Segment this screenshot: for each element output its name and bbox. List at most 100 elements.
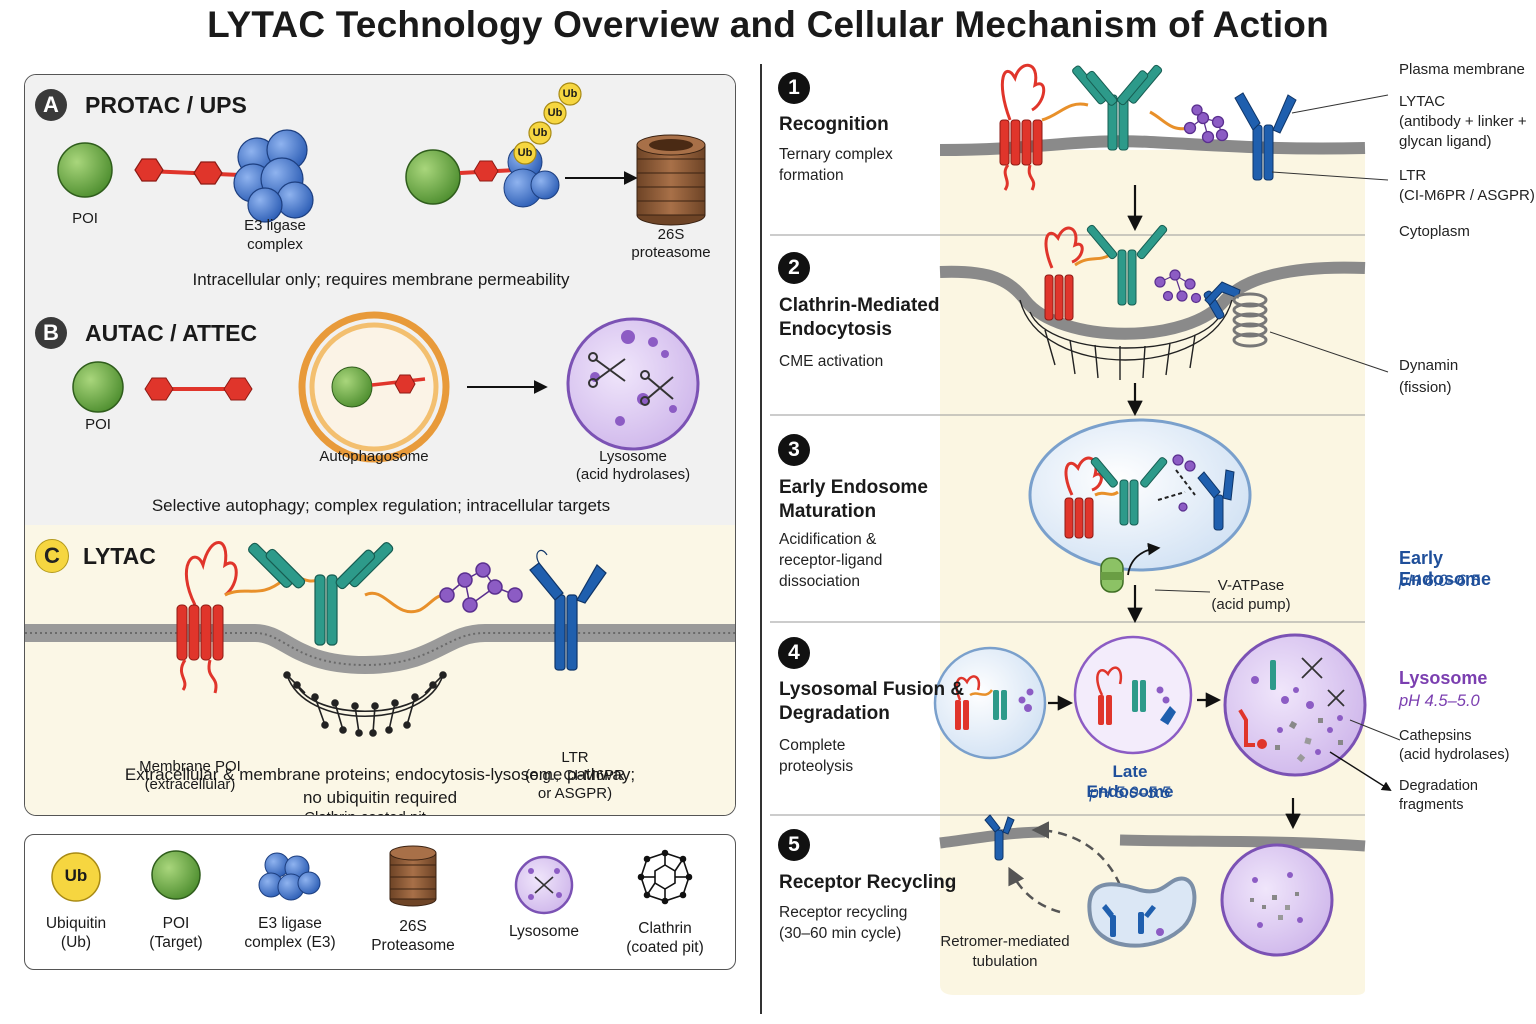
scissors-icon (588, 352, 626, 388)
step-1-badge: 1 (778, 72, 810, 104)
clathrin-icon (637, 849, 693, 905)
panel-lytac: C LYTAC (25, 525, 735, 815)
plasma-membrane-label: Plasma membrane (1399, 61, 1525, 78)
dynamin-icon (1232, 292, 1268, 348)
lysosome-ph: pH 4.5–5.0 (1399, 692, 1480, 710)
step5-lysosome-contents (1250, 872, 1303, 928)
legend-ub-line2: (Ub) (60, 934, 92, 951)
leader-line (1291, 94, 1389, 114)
step-1-desc-line2: formation (779, 167, 844, 184)
proteasome-label-line2: proteasome (631, 244, 711, 261)
membrane-poi-label-line2: (extracellular) (144, 776, 236, 793)
retromer-label-line2: tubulation (972, 953, 1038, 970)
ltr-label-line2: (e.g., CI-M6PR (524, 767, 626, 784)
cathepsins-label-line2: (acid hydrolases) (1399, 747, 1510, 763)
step1-membrane-poi-icon (999, 63, 1046, 191)
ub-label-3: Ub (547, 107, 563, 119)
legend-icons (51, 845, 693, 915)
vatpase-label-line2: (acid pump) (1211, 596, 1291, 613)
legend-ub-glyph: Ub (64, 866, 88, 885)
step2-glycan-icon (1154, 269, 1202, 304)
fragments-leader (1329, 751, 1392, 792)
retromer-label-line1: Retromer-mediated (940, 933, 1070, 950)
panel-b-caption: Selective autophagy; complex regulation;… (151, 496, 611, 515)
lysosome-icon (514, 855, 574, 915)
clathrin-pit-label: Clathrin-coated pit (285, 808, 445, 815)
dynamin-label-line1: Dynamin (1399, 357, 1459, 374)
proton-arrow (1127, 542, 1161, 576)
legend: Ub Ubiquitin (Ub) POI (Target) E3 ligase… (24, 834, 736, 970)
step2-clathrin-coat-icon (1019, 299, 1233, 380)
step-3-title-line1: Early Endosome (779, 477, 928, 498)
panel-b-badge: B (35, 317, 67, 349)
step-3-desc-line1: Acidification & (779, 531, 877, 548)
membrane-poi-icon (176, 541, 238, 694)
leader-line (1349, 719, 1401, 741)
ubiquitin-chain-icon (513, 82, 582, 165)
step-5-desc-line1: Receptor recycling (779, 904, 908, 921)
scissors-icon (640, 370, 674, 406)
glycan-ligand-icon (439, 562, 523, 613)
step5-membrane-right (1119, 834, 1366, 852)
e3-ligase-icon (233, 129, 314, 223)
poi-label: POI (85, 416, 111, 433)
legend-proteasome-line2: Proteasome (371, 937, 455, 954)
step-1-title: Recognition (779, 114, 889, 135)
legend-poi-line2: (Target) (149, 934, 203, 951)
step-2-title-line1: Clathrin-Mediated (779, 295, 940, 316)
poi-sphere (72, 361, 124, 413)
step-3-title-line2: Maturation (779, 501, 877, 522)
panel-c-caption-line2: no ubiquitin required (302, 788, 458, 807)
step3-antibody-icon (1090, 457, 1168, 526)
legend-poi-line1: POI (162, 915, 190, 932)
lytac-illustration (25, 541, 735, 737)
step5-recycled-ltr-icon (984, 814, 1015, 861)
ub-label-4: Ub (562, 88, 578, 100)
step1-glycan-icon (1183, 104, 1229, 144)
dynamin-label-line2: (fission) (1399, 379, 1452, 396)
step-2-desc-line1: CME activation (779, 353, 884, 370)
lysosome-icon (566, 317, 700, 451)
step3-membrane-poi-icon (1064, 456, 1103, 539)
autac-illustration (72, 311, 700, 463)
recycling-arrow-upper (1031, 821, 1122, 886)
step-3-desc-line2: receptor-ligand (779, 552, 883, 569)
late-endosome-ph: pH 5.0–5.5 (1089, 784, 1171, 802)
step-4-title-line2: Degradation (779, 703, 890, 724)
e3-label-line2: complex (247, 236, 303, 253)
proteasome-label-line1: 26S (657, 226, 685, 243)
ub-label-2: Ub (532, 127, 548, 139)
step-4-title-line1: Lysosomal Fusion & (779, 679, 965, 700)
lytac-label-line1: LYTAC (1399, 93, 1446, 110)
v-atpase-icon (1100, 557, 1124, 593)
ltr-label-line2: (CI-M6PR / ASGPR) (1399, 187, 1535, 204)
ub-label-1: Ub (517, 147, 533, 159)
legend-ub-line1: Ubiquitin (45, 915, 107, 932)
lysosome-title: Lysosome (1399, 668, 1488, 688)
step4-late-cargo-icon (1096, 666, 1176, 725)
legend-proteasome-line1: 26S (399, 918, 427, 935)
column-divider (760, 64, 762, 1014)
fragments-label-line1: Degradation (1399, 778, 1478, 794)
lysosome-label-line2: (acid hydrolases) (575, 466, 691, 483)
panel-c-caption-line1: Extracellular & membrane proteins; endoc… (124, 765, 636, 784)
recycling-arrow-lower (1008, 866, 1061, 914)
step4-lysosome-contents (1238, 657, 1345, 763)
comparison-panels: A PROTAC / UPS (24, 74, 736, 816)
lysosome-label-line1: Lysosome (599, 448, 667, 465)
step2-ltr-icon (1203, 281, 1241, 320)
panel-autac: B AUTAC / ATTEC (25, 299, 735, 526)
late-endosome-title: Late Endosome (1086, 762, 1174, 801)
step-1-desc-line1: Ternary complex (779, 146, 893, 163)
ltr-label-line1: LTR (561, 749, 589, 766)
step-2-badge: 2 (778, 252, 810, 284)
autophagosome-label: Autophagosome (319, 448, 429, 465)
panel-a-title: PROTAC / UPS (85, 92, 247, 118)
fragments-label-line2: fragments (1399, 797, 1464, 813)
ubiquitin-icon (51, 852, 101, 902)
protac-illustration (57, 82, 706, 226)
step-3-badge: 3 (778, 434, 810, 466)
step2-membrane (939, 261, 1366, 340)
early-endosome-ph: pH 6.0–6.5 (1399, 572, 1480, 590)
